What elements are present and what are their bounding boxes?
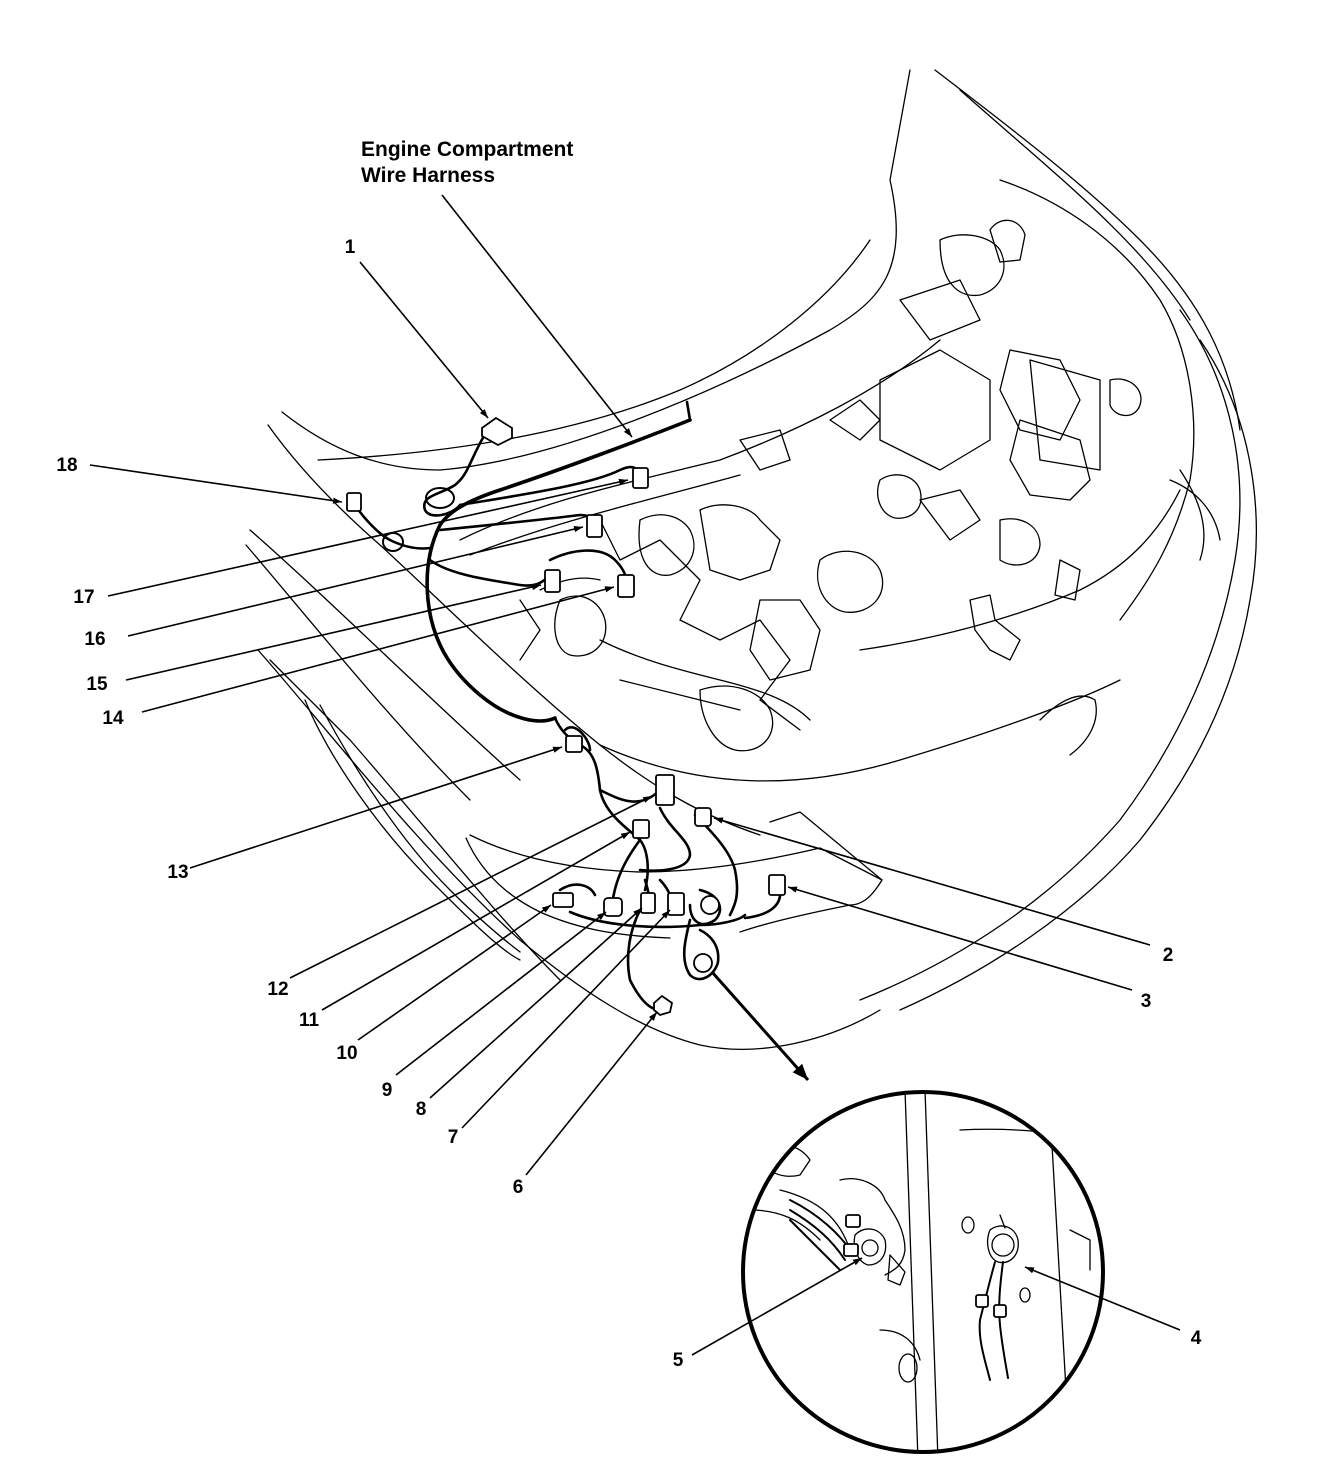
connector-3: [768, 874, 786, 896]
callout-12: 12: [267, 979, 289, 1000]
connector-16: [586, 514, 603, 538]
callout-14: 14: [102, 708, 124, 729]
connector-17: [632, 467, 649, 489]
callout-7: 7: [447, 1127, 459, 1148]
callout-4: 4: [1190, 1328, 1202, 1349]
connectors: [346, 416, 786, 1017]
connector-10: [552, 892, 574, 908]
harness-title-line1: Engine Compartment: [361, 138, 574, 161]
connector-18: [346, 492, 362, 512]
connector-15: [544, 569, 561, 593]
ground-bolt-lower: [693, 953, 713, 973]
callout-2: 2: [1162, 945, 1174, 966]
callout-5: 5: [672, 1350, 684, 1371]
harness-title-line2: Wire Harness: [361, 164, 496, 187]
connector-7: [667, 892, 685, 916]
callout-8: 8: [415, 1099, 427, 1120]
callout-10: 10: [336, 1043, 358, 1064]
harness-title: Engine Compartment Wire Harness: [361, 137, 573, 189]
connector-6: [653, 994, 674, 1017]
callout-1: 1: [344, 237, 356, 258]
callout-16: 16: [84, 629, 106, 650]
callout-13: 13: [167, 862, 189, 883]
callout-3: 3: [1140, 991, 1152, 1012]
car-body-outline: [245, 69, 1257, 1050]
connector-13: [565, 735, 583, 753]
callout-11: 11: [298, 1010, 320, 1031]
connector-2: [694, 807, 712, 827]
callout-15: 15: [86, 674, 108, 695]
callout-9: 9: [381, 1080, 393, 1101]
callout-6: 6: [512, 1177, 524, 1198]
ground-bolt-upper: [700, 895, 720, 915]
engine-bay: [459, 219, 1142, 752]
connector-9: [603, 897, 623, 917]
callout-18: 18: [56, 455, 78, 476]
detail-view: [741, 1090, 1105, 1454]
callout-17: 17: [73, 587, 95, 608]
connector-14: [617, 574, 635, 598]
connector-1: [481, 416, 513, 447]
connector-11: [632, 819, 650, 839]
connector-8: [640, 892, 656, 914]
leader-lines: [89, 194, 1181, 1356]
connector-12: [655, 774, 675, 806]
